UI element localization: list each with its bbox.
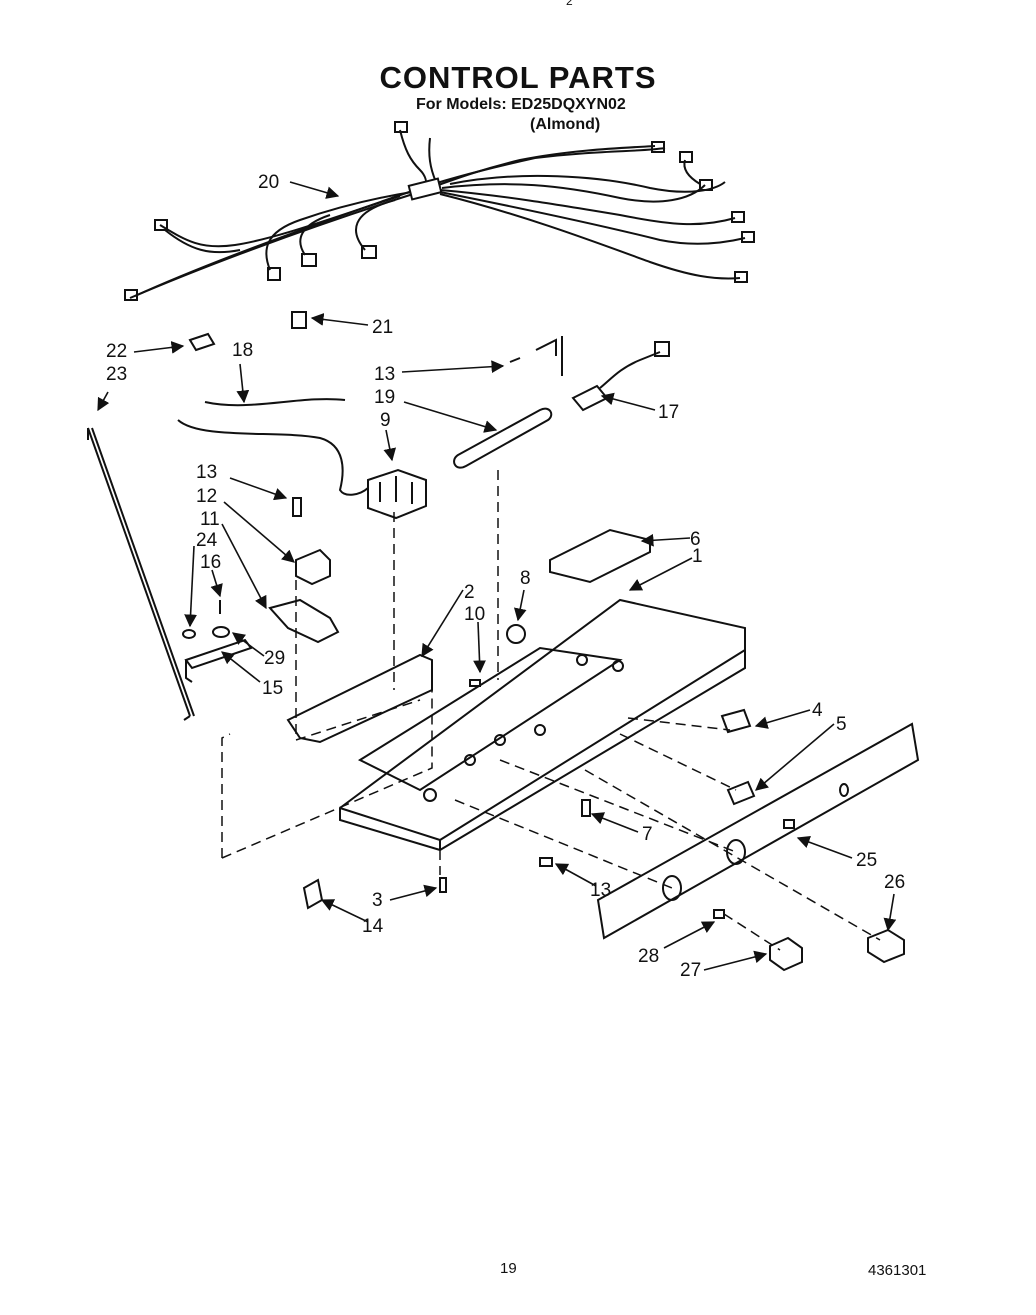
callout-13-top: 13 [374, 364, 395, 385]
callout-9: 9 [380, 410, 391, 431]
part-21-clip [291, 311, 307, 329]
callout-4: 4 [812, 700, 823, 721]
leader-arrows [97, 181, 897, 971]
callout-20: 20 [258, 172, 279, 193]
part-12-bracket [295, 548, 331, 586]
callout-labels: 20 21 22 23 18 13 19 17 9 13 12 11 24 16… [106, 172, 905, 981]
callout-21: 21 [372, 317, 393, 338]
callout-12: 12 [196, 486, 217, 507]
part-15-lever [184, 638, 253, 670]
callout-14: 14 [362, 916, 384, 937]
callout-29: 29 [264, 648, 285, 669]
model-line: For Models: ED25DQXYN02 [416, 96, 626, 113]
callout-13-left: 13 [196, 462, 217, 483]
misc-small-parts [87, 311, 369, 721]
callout-19: 19 [374, 387, 395, 408]
part-8-plug [506, 624, 526, 644]
callout-26: 26 [884, 872, 905, 893]
part-28-clip [713, 909, 725, 919]
wiring-harness [124, 121, 755, 301]
callout-6: 6 [690, 529, 701, 550]
callout-15: 15 [262, 678, 283, 699]
part-13-screw [292, 497, 302, 517]
part-1-housing [339, 598, 746, 852]
part-26-knob [867, 928, 905, 964]
part-29-washer [212, 626, 230, 638]
part-7-screw [581, 799, 591, 817]
thermostat-group [367, 336, 670, 520]
callout-18: 18 [232, 340, 253, 361]
part-4-switch [720, 708, 752, 734]
part-3-screw [439, 877, 447, 893]
part-17-connector [571, 384, 609, 412]
callout-24: 24 [196, 530, 218, 551]
top-mark: 2 [566, 0, 573, 8]
part-25-panel [596, 722, 920, 940]
alignment-lines [221, 470, 881, 951]
control-housing [286, 528, 746, 852]
callout-3: 3 [372, 890, 383, 911]
part-19-sensor [453, 407, 553, 469]
part-14-clip [302, 878, 324, 910]
callout-5: 5 [836, 714, 847, 735]
callout-1: 1 [692, 546, 703, 567]
part-10-screw [469, 679, 481, 687]
callout-8: 8 [520, 568, 531, 589]
callout-2: 2 [464, 582, 475, 603]
document-number: 4361301 [868, 1262, 927, 1279]
part-24-washer [182, 629, 196, 639]
part-6-board [549, 528, 651, 584]
callout-25: 25 [856, 850, 877, 871]
part-27-knob [769, 936, 803, 972]
part-13-screw-bottom [539, 857, 553, 867]
callout-27: 27 [680, 960, 701, 981]
callout-11: 11 [200, 509, 220, 530]
callout-7: 7 [642, 824, 653, 845]
page-title: CONTROL PARTS [379, 60, 657, 95]
part-11-control [268, 598, 340, 644]
cold-control-group [182, 497, 340, 683]
page-number: 19 [500, 1260, 517, 1277]
part-13-screw-top [509, 357, 521, 363]
part-9-thermostat [367, 468, 427, 520]
callout-23: 23 [106, 364, 127, 385]
part-23-rod [87, 427, 191, 717]
callout-13-bottom: 13 [590, 880, 611, 901]
part-5-switch [726, 780, 756, 806]
part-18-tube [204, 398, 346, 407]
callout-10: 10 [464, 604, 485, 625]
color-line: (Almond) [530, 116, 601, 133]
callout-28: 28 [638, 946, 659, 967]
callout-22: 22 [106, 341, 127, 362]
callout-17: 17 [658, 402, 679, 423]
part-22-clip [188, 332, 216, 352]
callout-16: 16 [200, 552, 221, 573]
